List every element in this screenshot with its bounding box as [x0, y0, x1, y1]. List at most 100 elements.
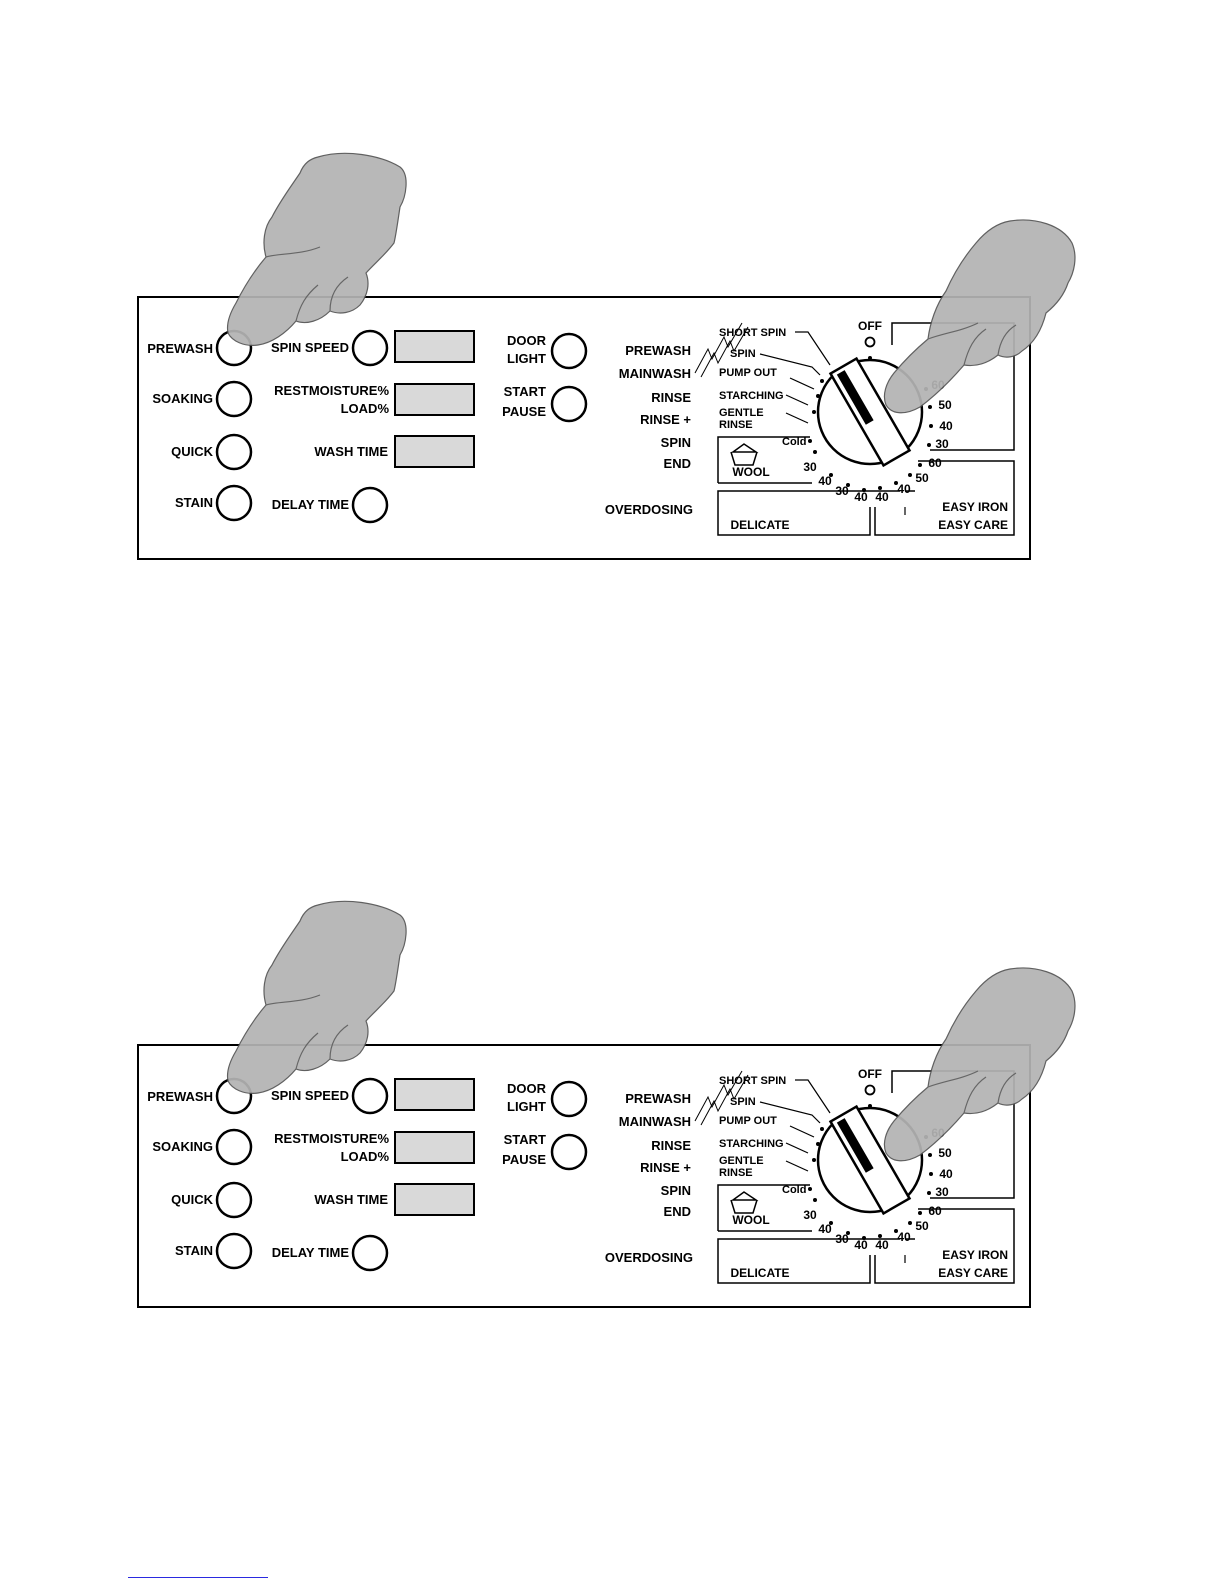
door-label: DOOR — [507, 333, 547, 348]
stain-button[interactable] — [215, 1232, 253, 1270]
off-indicator — [864, 1084, 876, 1096]
wool-label: WOOL — [732, 1213, 769, 1227]
starching-line — [785, 394, 809, 406]
short-spin-label: SHORT SPIN — [719, 1075, 786, 1087]
start-pause-button[interactable] — [550, 1133, 588, 1171]
easy-iron-label: EASY IRON — [942, 500, 1008, 514]
delay-time-button[interactable] — [351, 1234, 389, 1272]
delay-time-button[interactable] — [351, 486, 389, 524]
easy-care-label: EASY CARE — [938, 518, 1008, 532]
temp-mark: 50 — [915, 471, 929, 485]
spin-speed-label: SPIN SPEED — [271, 1088, 349, 1103]
panel-diagram: PREWASH SOAKING QUICK STAIN SPIN SPEED R… — [137, 152, 1076, 560]
delicate-box — [717, 490, 900, 536]
panel-diagram: PREWASH SOAKING QUICK STAIN SPIN SPEED R… — [137, 900, 1076, 1308]
gentle-rinse-line — [785, 1160, 809, 1172]
wool-tub-icon — [730, 1199, 758, 1214]
temp-mark: 40 — [875, 490, 889, 504]
temperature-marks: 30 40 30 40 40 40 50 60 30 40 50 60 — [803, 378, 953, 504]
light-label: LIGHT — [507, 351, 546, 366]
easy-iron-label: EASY IRON — [942, 1248, 1008, 1262]
easy-care-label: EASY CARE — [938, 1266, 1008, 1280]
progress-overdosing: OVERDOSING — [605, 1250, 693, 1265]
start-pause-button[interactable] — [550, 385, 588, 423]
temp-mark: 30 — [835, 1232, 849, 1246]
prewash-label: PREWASH — [147, 1089, 213, 1104]
dial-pointer — [828, 356, 912, 468]
progress-rinse: RINSE — [651, 1138, 691, 1153]
delicate-label: DELICATE — [730, 518, 789, 532]
off-indicator — [864, 336, 876, 348]
gentle-rinse-line — [785, 412, 809, 424]
temp-mark: 40 — [854, 1238, 868, 1252]
spin-speed-button[interactable] — [351, 1077, 389, 1115]
quick-button[interactable] — [215, 1181, 253, 1219]
soaking-button[interactable] — [215, 1128, 253, 1166]
temp-mark: 40 — [875, 1238, 889, 1252]
temp-mark: 30 — [803, 1208, 817, 1222]
light-label: LIGHT — [507, 1099, 546, 1114]
control-panel-bottom: PREWASH SOAKING QUICK STAIN SPIN SPEED R… — [0, 893, 1225, 1313]
wool-box — [717, 436, 810, 483]
temp-mark: 30 — [935, 1185, 949, 1199]
wash-time-label: WASH TIME — [314, 444, 388, 459]
off-label: OFF — [858, 1067, 882, 1081]
short-spin-line — [795, 331, 831, 366]
temp-mark: 40 — [939, 419, 953, 433]
cold-label: Cold — [782, 1184, 806, 1196]
wool-tub-icon — [730, 451, 758, 466]
restmoisture-label: RESTMOISTURE% — [274, 1131, 389, 1146]
pump-out-label: PUMP OUT — [719, 367, 777, 379]
restmoisture-label: RESTMOISTURE% — [274, 383, 389, 398]
delicate-box — [717, 1238, 900, 1284]
temp-mark: 50 — [938, 398, 952, 412]
temp-mark: 30 — [935, 437, 949, 451]
control-panel-top: PREWASH SOAKING QUICK STAIN SPIN SPEED R… — [0, 145, 1225, 565]
door-light-button[interactable] — [550, 1080, 588, 1118]
pointing-hand-left-icon — [226, 152, 407, 346]
temp-mark: 40 — [897, 482, 911, 496]
dial-pointer — [828, 1104, 912, 1216]
soaking-button[interactable] — [215, 380, 253, 418]
stain-label: STAIN — [175, 495, 213, 510]
spin-speed-display — [394, 1078, 475, 1111]
wool-hand-icon — [730, 443, 759, 453]
pump-out-label: PUMP OUT — [719, 1115, 777, 1127]
pointing-hand-right-icon — [883, 219, 1076, 414]
gentle-rinse-label: RINSE — [719, 1167, 753, 1179]
temp-mark: 50 — [915, 1219, 929, 1233]
progress-rinse-plus: RINSE + — [640, 412, 691, 427]
starching-line — [785, 1142, 809, 1154]
starching-label: STARCHING — [719, 390, 784, 402]
temp-mark: 40 — [818, 474, 832, 488]
load-label: LOAD% — [341, 401, 390, 416]
spin-speed-button[interactable] — [351, 329, 389, 367]
progress-spin: SPIN — [661, 435, 691, 450]
pump-out-line — [789, 377, 815, 390]
zigzag-mark-2 — [700, 1074, 749, 1126]
progress-end: END — [664, 1204, 691, 1219]
dial-dots — [812, 1104, 933, 1240]
prewash-label: PREWASH — [147, 341, 213, 356]
stain-button[interactable] — [215, 484, 253, 522]
quick-button[interactable] — [215, 433, 253, 471]
wash-time-label: WASH TIME — [314, 1192, 388, 1207]
short-spin-line — [795, 1079, 831, 1114]
spin-dial-line — [759, 353, 821, 376]
soaking-label: SOAKING — [152, 391, 213, 406]
gentle-rinse-label: RINSE — [719, 419, 753, 431]
gentle-label: GENTLE — [719, 1155, 764, 1167]
temp-mark: 40 — [854, 490, 868, 504]
wool-hand-icon — [730, 1191, 759, 1201]
temp-mark: 40 — [939, 1167, 953, 1181]
door-light-button[interactable] — [550, 332, 588, 370]
temp-mark: 50 — [938, 1146, 952, 1160]
load-label: LOAD% — [341, 1149, 390, 1164]
delicate-label: DELICATE — [730, 1266, 789, 1280]
start-label: START — [504, 384, 546, 399]
program-bracket-easy — [874, 1208, 1015, 1284]
progress-mainwash: MAINWASH — [619, 366, 691, 381]
delay-time-label: DELAY TIME — [272, 497, 350, 512]
quick-label: QUICK — [171, 1192, 214, 1207]
progress-spin: SPIN — [661, 1183, 691, 1198]
